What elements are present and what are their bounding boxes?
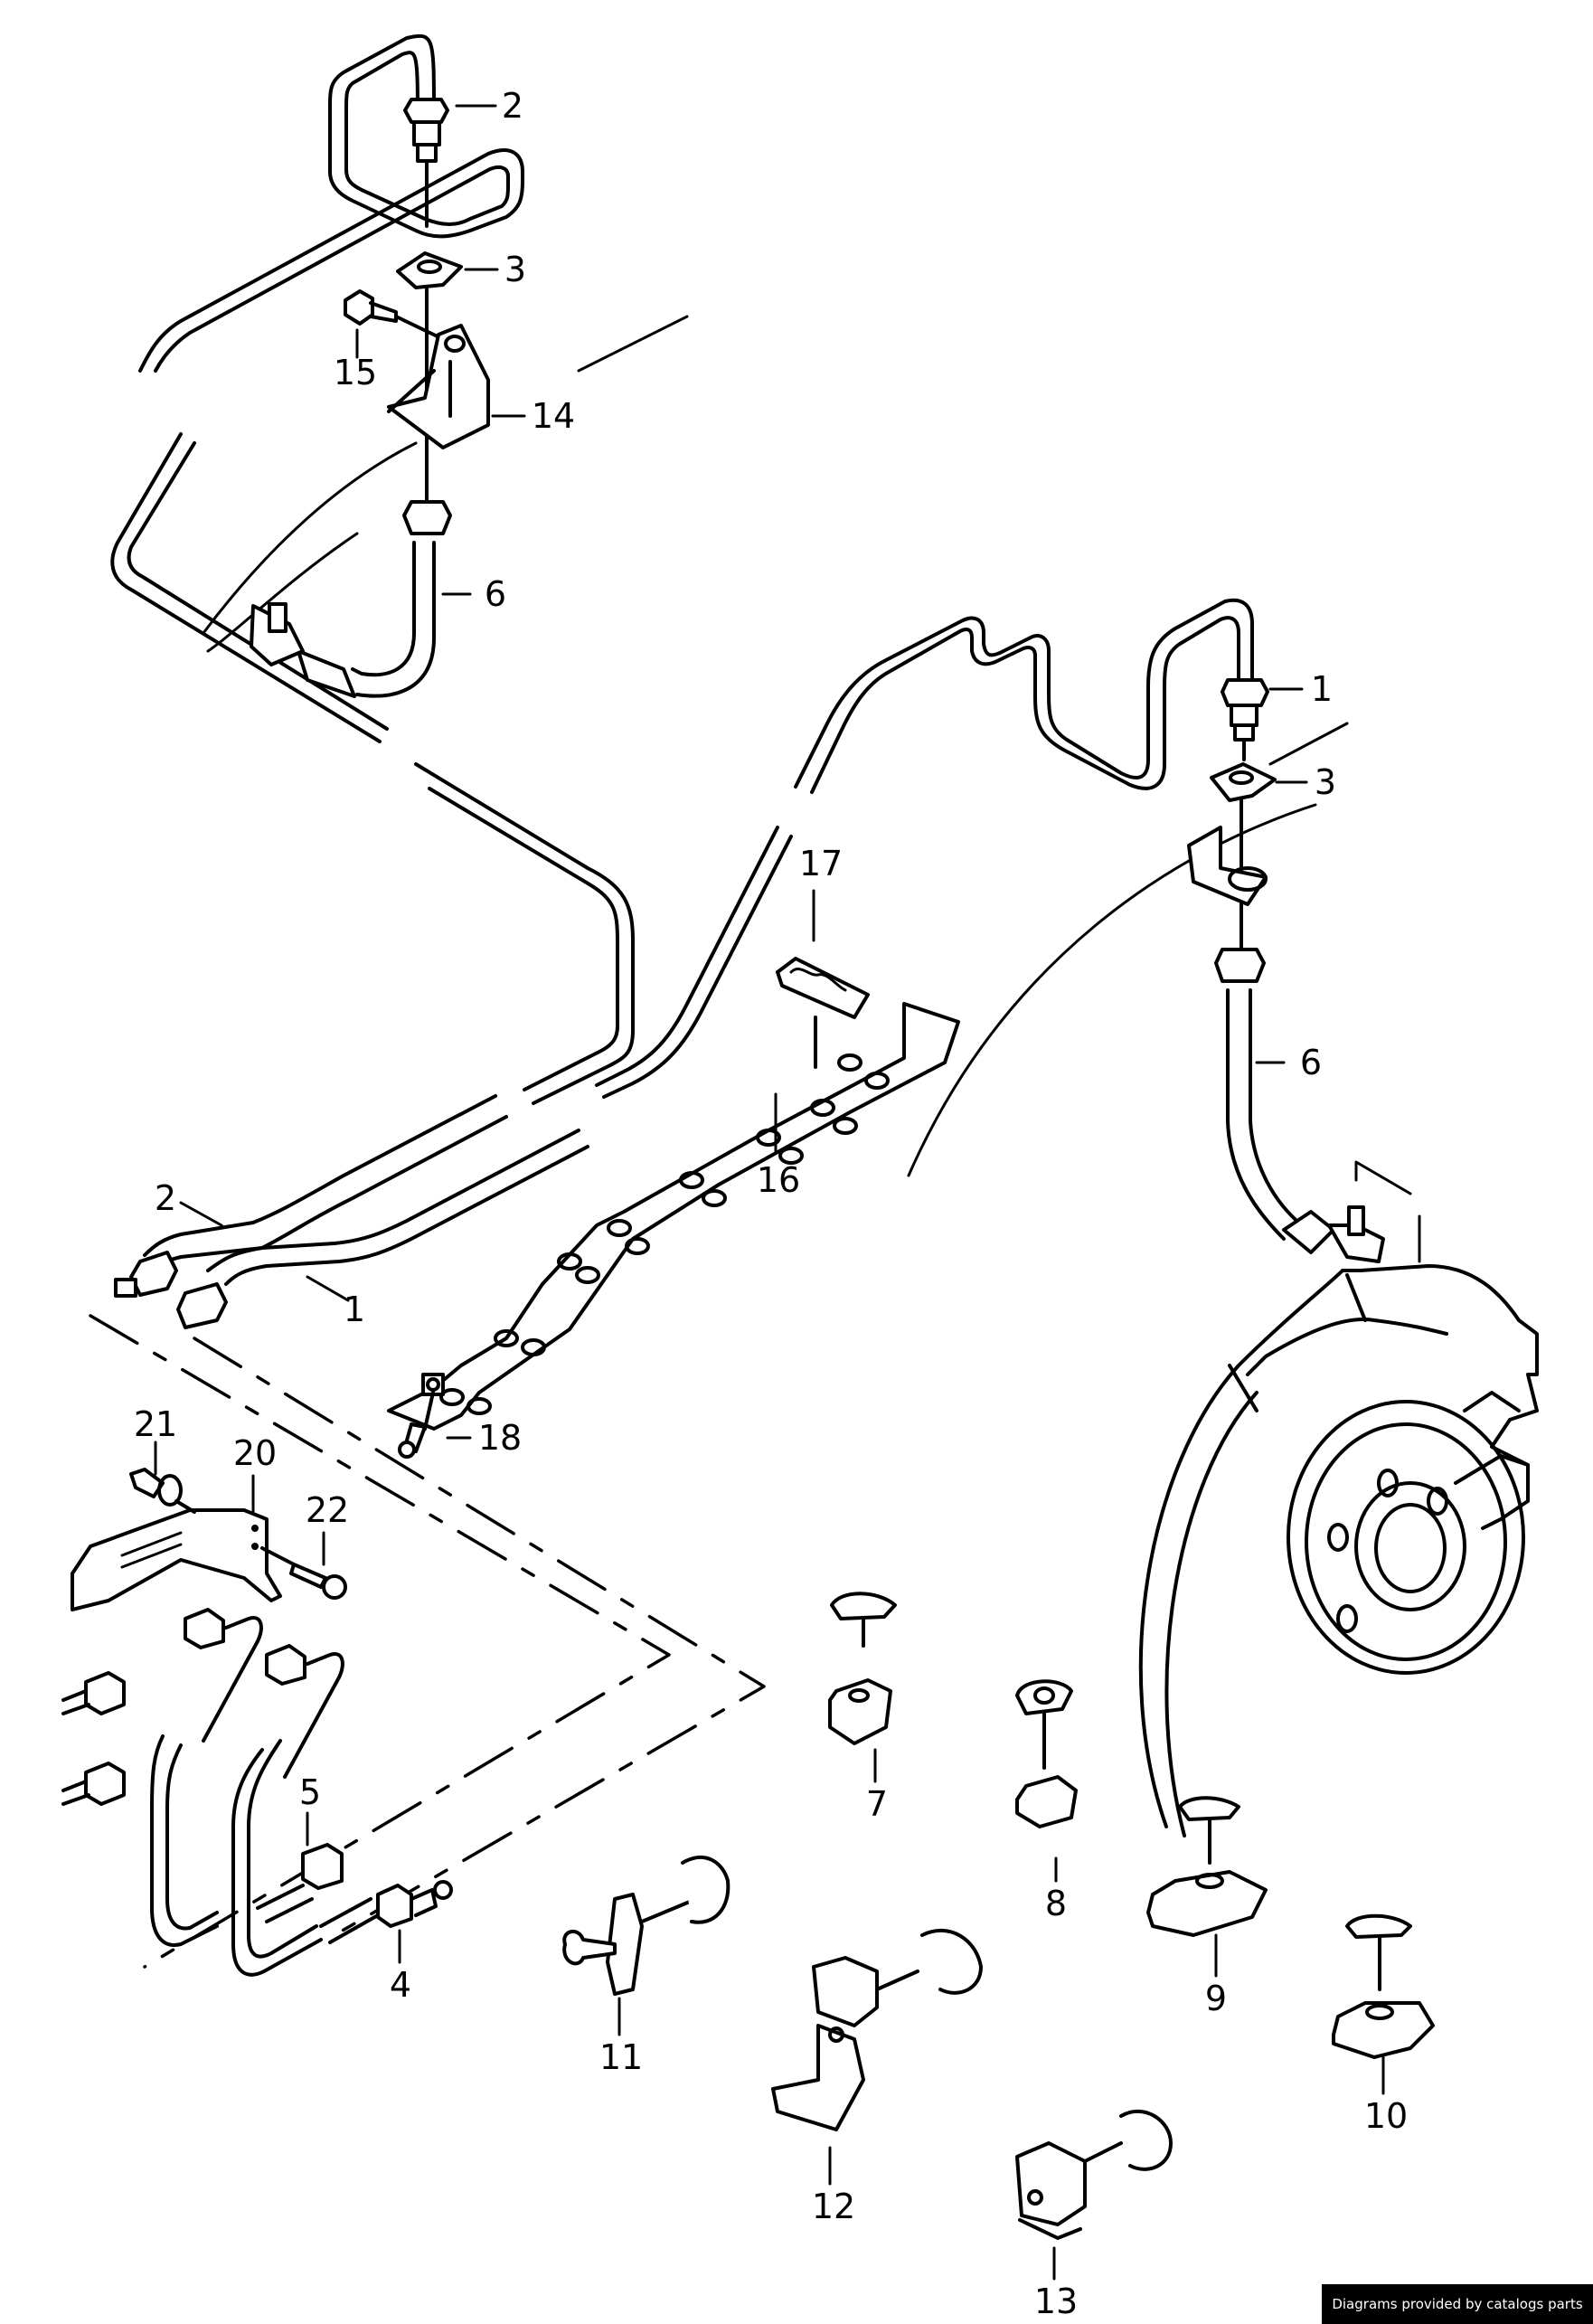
callout-7[interactable]: 7 [865,1784,889,1824]
callout-15[interactable]: 15 [333,353,378,392]
callout-14[interactable]: 14 [531,396,576,436]
callout-13[interactable]: 13 [1033,2281,1079,2321]
rail-holes [439,1053,890,1415]
bracket-right [1187,826,1268,906]
brake-line-2 [110,33,635,1277]
holder-8 [1015,1679,1078,1828]
callout-3-top[interactable]: 3 [504,250,527,289]
callout-21[interactable]: 21 [133,1404,178,1444]
body-contour-lines [202,315,1349,1177]
brake-line-1 [206,598,1254,1286]
brake-hose-6-right [1214,948,1421,1263]
callout-3-right[interactable]: 3 [1314,762,1337,802]
bracket-14 [387,324,490,449]
callout-6-right[interactable]: 6 [1299,1043,1323,1082]
brake-hose-6-left [250,500,452,698]
holder-7 [828,1592,897,1745]
bracket-20 [71,1508,282,1611]
screw-22 [260,1546,347,1600]
callout-2-top[interactable]: 2 [501,86,524,126]
callout-16[interactable]: 16 [756,1160,801,1200]
fitting-top-2 [403,98,449,228]
callout-9[interactable]: 9 [1204,1979,1228,2018]
callout-5[interactable]: 5 [298,1772,322,1812]
callout-12[interactable]: 12 [811,2187,856,2226]
callout-8[interactable]: 8 [1044,1884,1068,1923]
holder-9 [1146,1796,1268,1937]
callout-22[interactable]: 22 [305,1490,350,1530]
callout-11[interactable]: 11 [599,2037,644,2077]
holder-13 [1015,2109,1173,2240]
diagram-credit-badge: Diagrams provided by catalogs parts [1322,2284,1593,2324]
brake-disc-assembly [1138,1264,1539,1837]
callout-1-right[interactable]: 1 [1310,669,1334,709]
rivet-21 [129,1468,196,1514]
callout-2-left[interactable]: 2 [154,1178,177,1218]
holder-10 [1332,1913,1435,2059]
callout-20[interactable]: 20 [232,1433,278,1473]
brake-lines-4-5 [61,1608,453,1977]
bolt-15 [344,289,445,359]
holder-11 [562,1856,731,1996]
leader-lines [154,104,1385,2281]
callout-6-left[interactable]: 6 [484,574,507,614]
callout-10[interactable]: 10 [1363,2096,1409,2136]
callout-1-left[interactable]: 1 [343,1290,366,1329]
end-fittings-left [114,1251,228,1329]
holder-12 [771,1929,983,2131]
fitting-right-1 [1221,678,1269,761]
screw-18 [398,1391,435,1459]
callout-17[interactable]: 17 [798,844,844,883]
callout-4[interactable]: 4 [389,1965,412,2005]
callout-18[interactable]: 18 [477,1418,523,1458]
clip-17 [776,889,870,1069]
holder-rail-16 [387,1002,960,1431]
